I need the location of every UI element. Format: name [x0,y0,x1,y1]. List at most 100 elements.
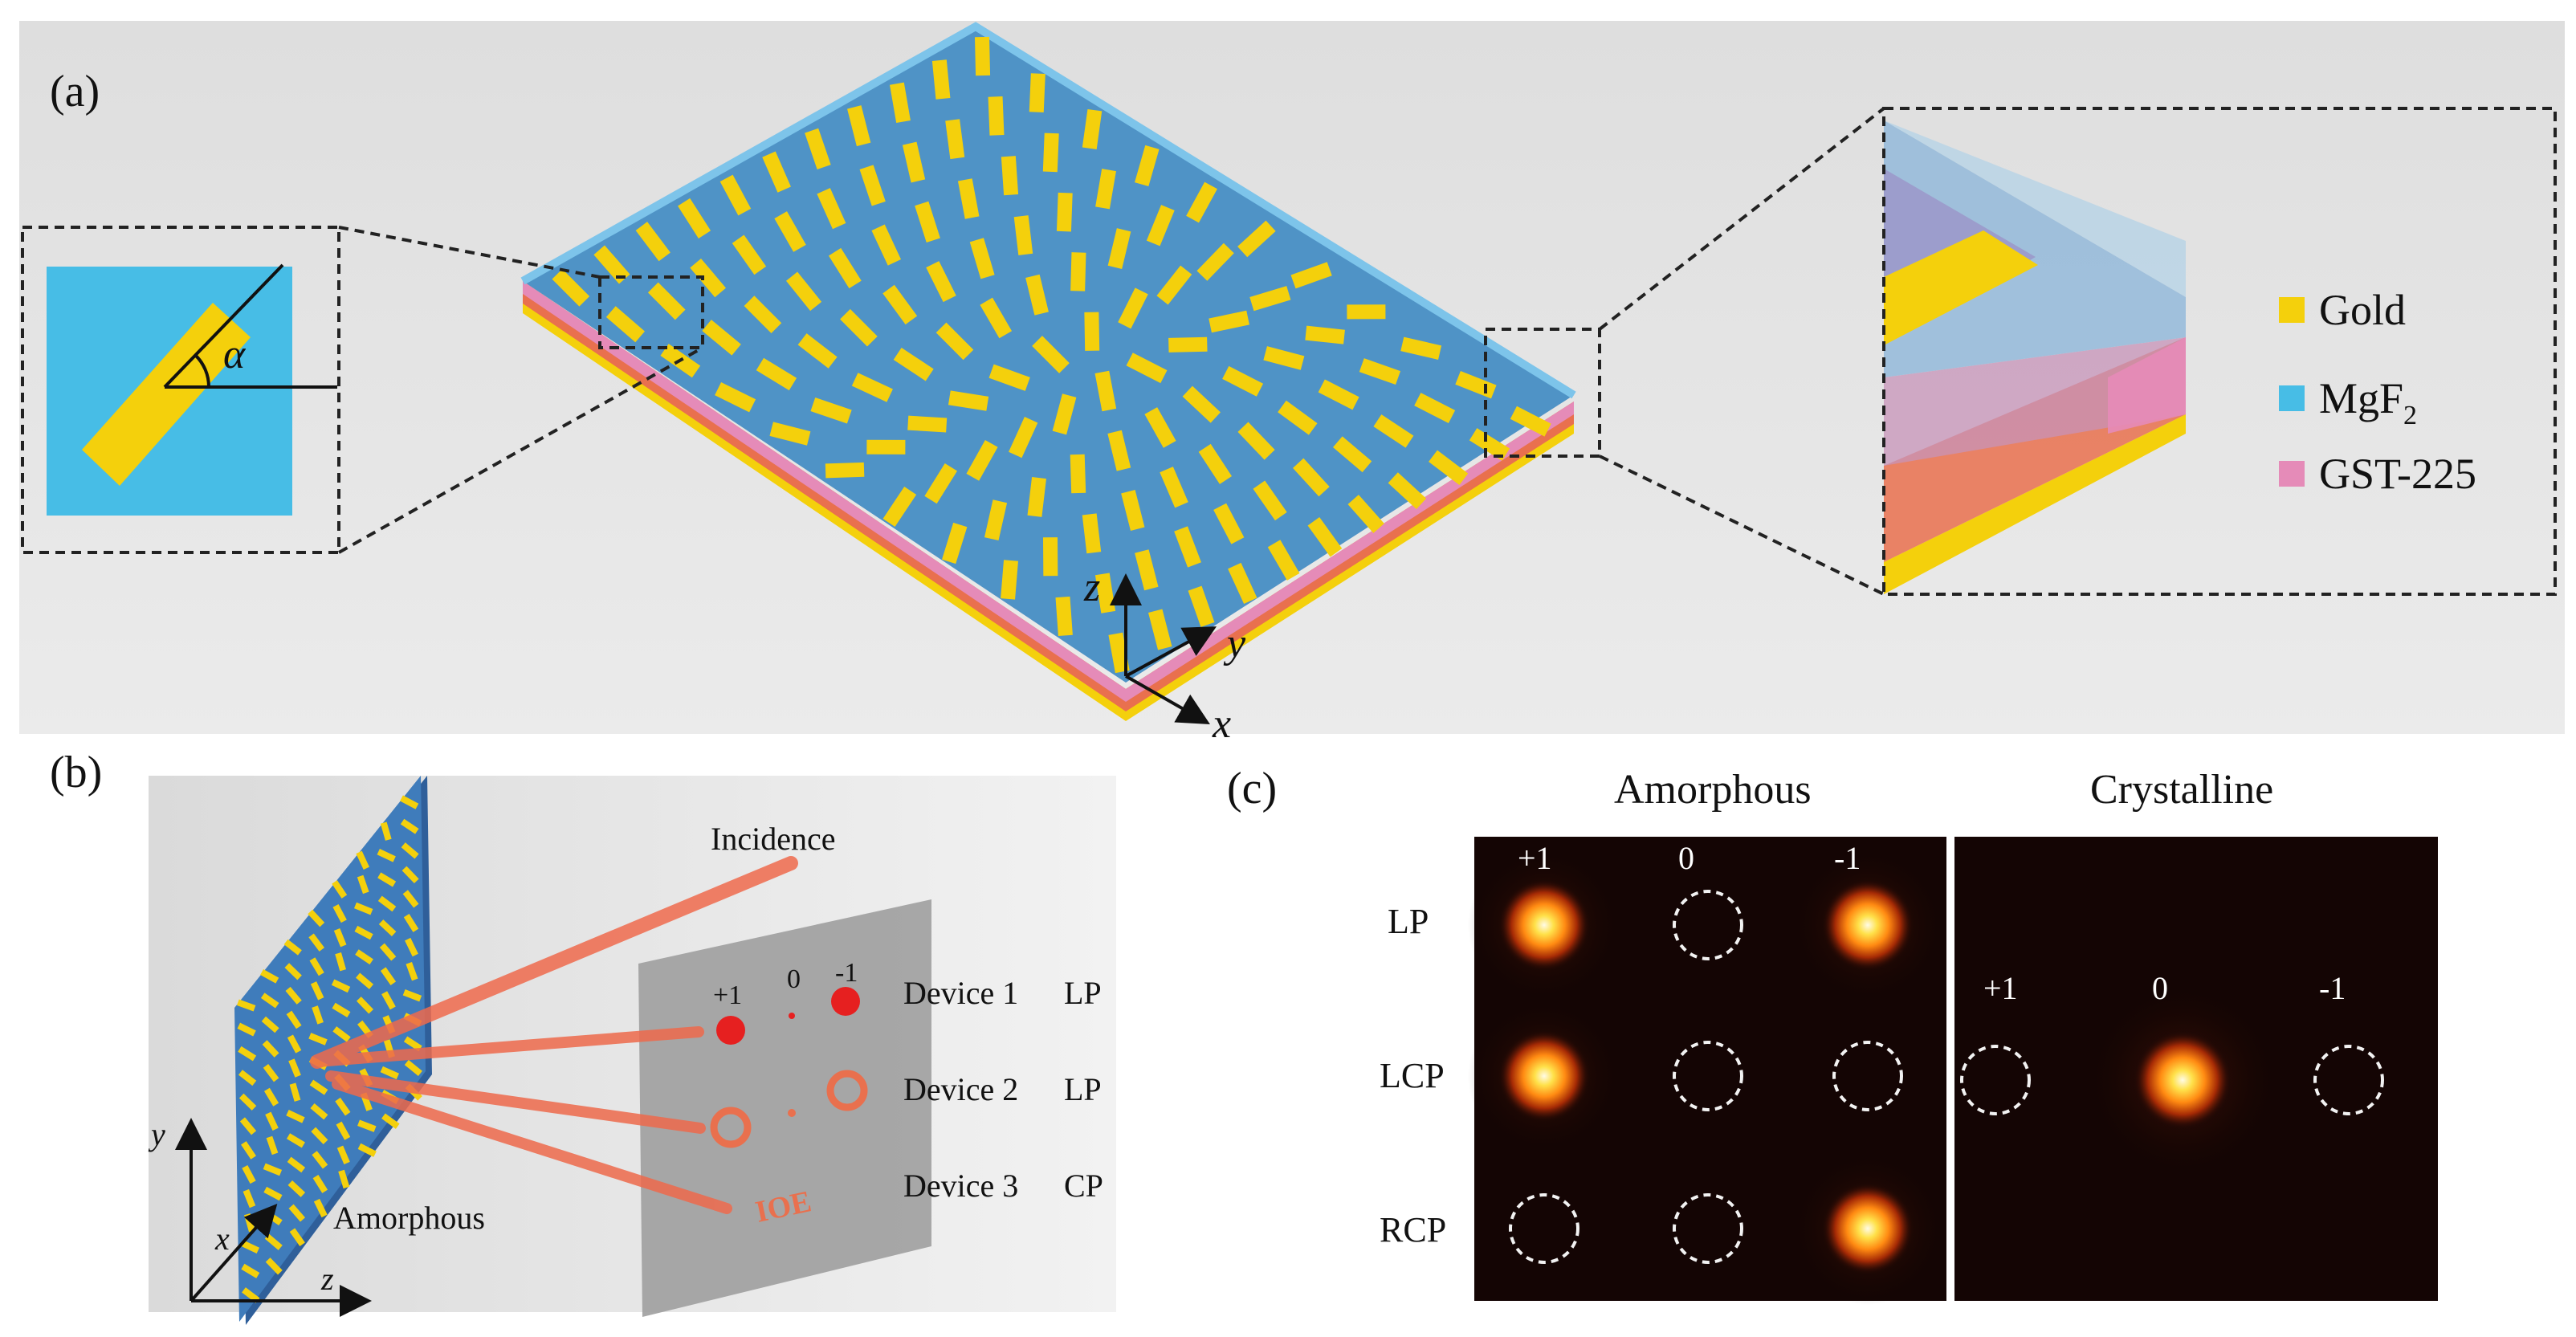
gold-nanorod [702,320,741,356]
metasurface-nanorod [332,880,348,899]
gold-nanorod [926,261,956,303]
gold-nanorod [1469,428,1510,461]
right-order-minus1: -1 [2319,970,2346,1006]
gold-nanorod [1118,287,1148,329]
cross-section-gold-rod [1884,230,2038,345]
spot-minus1 [831,987,860,1016]
panel-c-label: (c) [1227,764,1277,813]
slab-top-edge [520,22,1576,399]
gold-nanorod [825,462,865,479]
crystalline-title: Crystalline [2090,767,2273,813]
gold-nanorod [1042,132,1059,173]
gold-nanorod [924,463,958,504]
axes-a: z y x [1083,565,1246,747]
empty-order-marker [1673,1193,1743,1264]
metasurface-nanorod [240,1240,260,1253]
metasurface-nanorod [335,952,346,972]
gold-nanorod [1029,73,1045,112]
diffraction-spot [1821,878,1914,972]
donut-right [826,1070,868,1111]
metasurface-nanorod [260,969,279,984]
metasurface-nanorod [286,1110,305,1123]
right-order-zero: 0 [2152,970,2168,1006]
beam-device-2 [325,1070,706,1134]
metasurface-nanorod [263,1163,283,1176]
gold-nanorod [902,141,926,183]
gold-nanorod [1001,560,1018,600]
metasurface-nanorod [405,937,418,957]
metasurface-nanorod [380,967,397,985]
metasurface-nanorod [310,981,324,1001]
gold-nanorod [605,306,645,343]
axis-b-y-label: y [148,1116,165,1152]
axis-x-label: x [1212,701,1231,747]
row-label-lp: LP [1388,902,1429,941]
gold-nanorod [847,105,871,147]
gold-nanorod [1290,262,1332,289]
axis-b-z-label: z [320,1261,334,1297]
metasurface-nanorod [355,949,373,965]
metasurface-nanorod [242,1164,256,1184]
axis-y-label: y [1223,621,1246,666]
gold-nanorods [552,36,1551,674]
panel-c: (c) Amorphous Crystalline LP LCP RCP +1 … [1227,764,2438,1305]
metasurface-nanorod [239,1117,257,1135]
left-order-plus1: +1 [1518,840,1552,876]
gold-nanorod [786,271,822,312]
detector-screen [638,899,931,1317]
empty-order-marker [1509,1193,1579,1264]
metasurface-nanorod [283,939,302,956]
gold-nanorod [828,247,862,289]
metasurface-nanorod [260,993,279,1009]
gold-nanorod [1510,406,1551,437]
gold-nanorod [1182,385,1221,423]
gold-nanorod [774,211,806,252]
zoom-line-3 [1598,107,1885,331]
metasurface-nanorod [309,957,324,976]
metasurface-nanorod [308,909,325,927]
gold-nanorod [1400,336,1442,360]
gold-nanorod [988,364,1030,391]
incidence-label: Incidence [711,821,835,857]
gold-nanorod [1001,156,1019,196]
metasurface-nanorod [377,895,397,912]
metasurface-nanorod [313,1198,328,1218]
gold-nanorod [1333,436,1372,473]
metasurface-nanorod [377,849,396,862]
diffraction-spot [2133,1030,2232,1130]
gold-nanorod [678,198,711,238]
gold-nanorod [1168,336,1208,353]
gold-nanorod [1237,422,1275,460]
spot-zero [789,1013,795,1019]
gold-nanorod [1082,513,1102,554]
metasurface-nanorod [309,1079,328,1095]
gold-nanorod [810,397,852,424]
axis-y-line [1125,626,1217,678]
metasurface-nanorod [335,1097,351,1116]
metasurface-nanorod [308,1033,328,1046]
metasurface-nanorod [242,1287,260,1303]
order-minus1-label: -1 [835,958,858,988]
metasurface-nanorod [287,1156,306,1173]
gold-nanorod [1307,517,1343,557]
metasurface-nanorod [381,991,396,1010]
axis-z-label: z [1083,565,1100,610]
gold-nanorod [942,522,968,565]
gold-nanorod [593,245,630,284]
gold-nanorod [1347,495,1384,533]
metasurface-nanorod [356,972,374,989]
gold-nanorod [744,296,782,333]
legend-swatch-gold [2279,297,2305,323]
gold-nanorod [1013,215,1033,255]
cross-gold-base [1884,414,2186,594]
gold-nanorod [1156,265,1192,305]
legend-gst-label: GST-225 [2319,450,2476,498]
gold-nanorod [1222,365,1264,397]
metasurface-nanorod [357,874,369,895]
gold-nanorod [1429,450,1469,485]
gold-nanorod [948,390,989,411]
metasurface-nanorod [336,1121,351,1140]
gold-nanorod [1293,458,1330,497]
metasurface-nanorod [403,1036,422,1052]
